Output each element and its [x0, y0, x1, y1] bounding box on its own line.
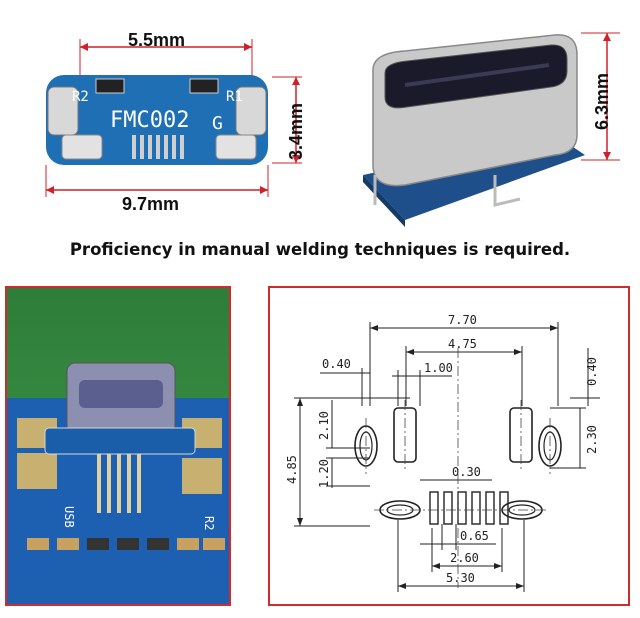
dim-5-30: 5.30 [446, 571, 475, 585]
resistor-r2 [95, 78, 125, 94]
silk-fmc002: FMC002 [110, 108, 189, 133]
width-label: 5.5mm [128, 30, 186, 50]
length-arrow-left [46, 186, 54, 194]
pad-left-bottom [61, 134, 103, 160]
length-arrow-right [260, 186, 268, 194]
footprint-drawing-panel: 7.70 4.75 0.40 1.00 0.40 2.10 4.85 1.20 … [268, 286, 630, 606]
resistor-r1 [189, 78, 219, 94]
soldered-photo-panel: USB R2 [5, 286, 231, 606]
dim-2-10: 2.10 [317, 411, 331, 440]
dim-4-85: 4.85 [285, 455, 299, 484]
dim-1-20: 1.20 [317, 459, 331, 488]
height-arrow-top [292, 77, 300, 85]
photo-usb-label: USB [62, 506, 76, 528]
arrowheads [297, 325, 558, 589]
center-lines [365, 348, 551, 588]
silk-r1: R1 [226, 89, 243, 105]
dim-7-70: 7.70 [448, 313, 477, 327]
photo-r2-label: R2 [202, 516, 216, 530]
dim-0-65: 0.65 [460, 529, 489, 543]
connector-leg [493, 175, 521, 207]
photo-small-board [44, 427, 196, 455]
pad-right-bottom [215, 134, 257, 160]
height-label: 3.4mm [286, 102, 306, 160]
pad-left-top [47, 86, 79, 136]
smd-components [27, 538, 225, 550]
width-dim-arrow-left [80, 43, 88, 51]
dim-4-75: 4.75 [448, 337, 477, 351]
dim-2-30: 2.30 [585, 425, 599, 454]
length-label: 9.7mm [122, 194, 180, 214]
connector-height-label: 6.3mm [592, 72, 612, 130]
connector-figure [363, 32, 620, 227]
silk-r2: R2 [72, 89, 89, 105]
width-dim-arrow-right [244, 43, 252, 51]
dim-0-40-right: 0.40 [585, 357, 599, 386]
silk-g: G [212, 113, 223, 134]
footprint-drawing: 7.70 4.75 0.40 1.00 0.40 2.10 4.85 1.20 … [285, 313, 600, 592]
dim-2-60: 2.60 [450, 551, 479, 565]
dim-0-40-left: 0.40 [322, 357, 351, 371]
caption-text: Proficiency in manual welding techniques… [69, 240, 571, 259]
middle-pins [132, 135, 184, 159]
dim-0-30: 0.30 [452, 465, 481, 479]
dim-1-00: 1.00 [424, 361, 453, 375]
board-dimension-figure: FMC002 G R1 R2 [45, 39, 302, 197]
height-arrow-bottom [292, 155, 300, 163]
soldered-photo: USB R2 [7, 288, 229, 604]
